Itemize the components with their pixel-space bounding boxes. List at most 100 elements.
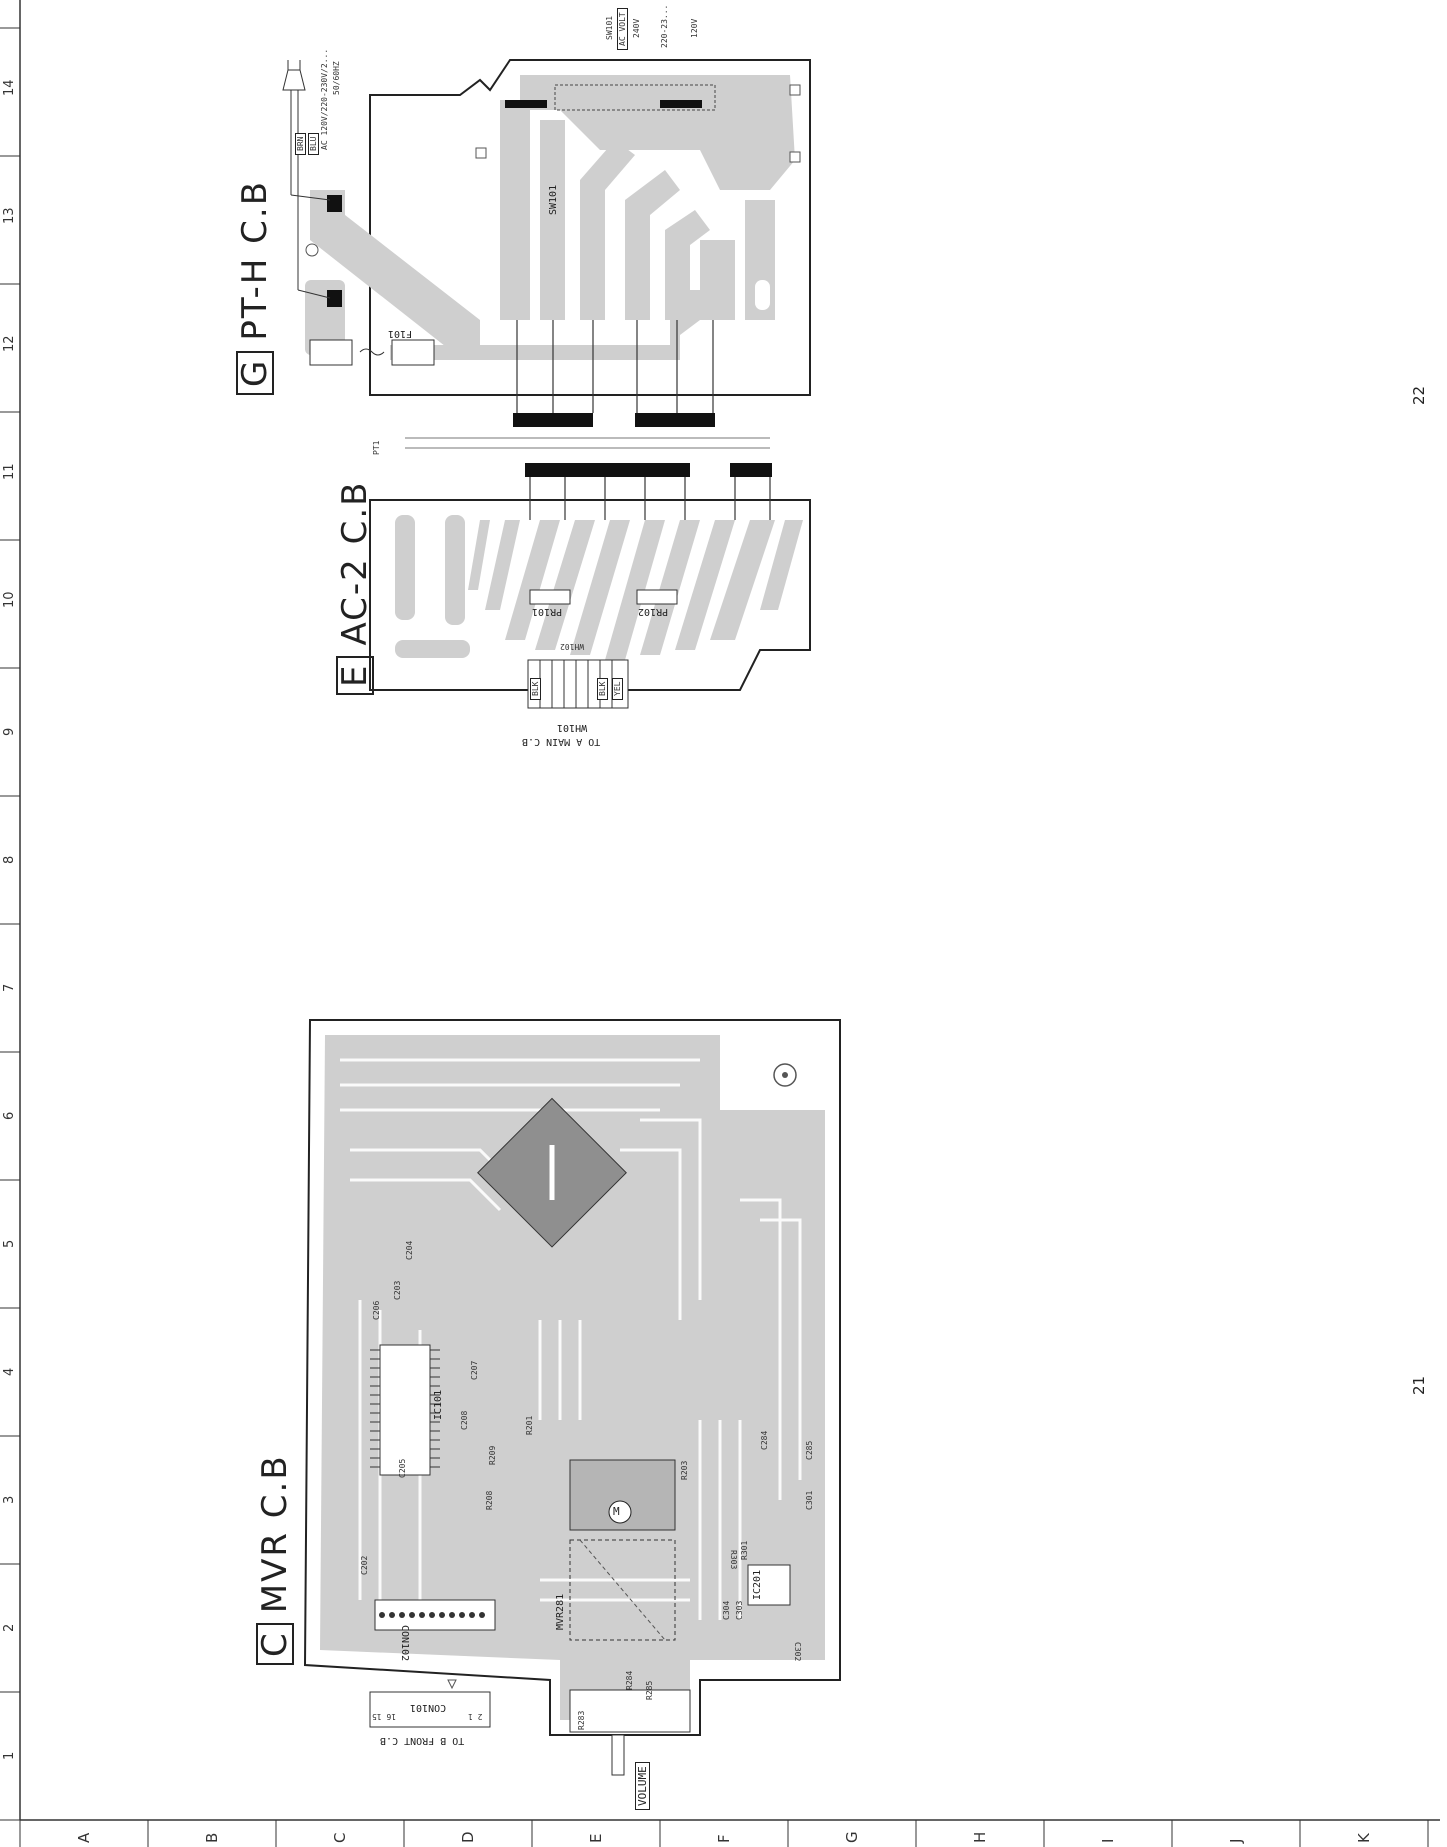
page-number-21: 21 xyxy=(1410,1375,1428,1395)
grid-column-letter: E xyxy=(587,1833,605,1843)
volume-knob-label: VOLUME xyxy=(635,1762,650,1810)
mvr-board-letter: C xyxy=(255,1623,295,1665)
con102-pin xyxy=(419,1612,425,1618)
c204-label: C204 xyxy=(405,1240,414,1260)
con101-pin-left: 16 15 xyxy=(372,1712,397,1721)
ac-input-label: AC 120V/220-230V/2... xyxy=(320,48,329,150)
grid-row-number: 12 xyxy=(2,335,17,352)
grid-row-number: 5 xyxy=(2,1239,17,1248)
grid-column-letter: F xyxy=(715,1834,733,1843)
con102-pin xyxy=(379,1612,385,1618)
r301-label: R301 xyxy=(740,1540,749,1560)
con101-pin-right: 2 1 xyxy=(468,1712,483,1721)
grid-row-number: 8 xyxy=(2,855,17,864)
c206-label: C206 xyxy=(372,1300,381,1320)
pth-board-title: G PT-H C.B xyxy=(235,180,275,395)
pth-board xyxy=(282,59,811,427)
grid-row-number: 4 xyxy=(2,1367,17,1376)
r208-label: R208 xyxy=(485,1490,494,1510)
mvr-board-title: C MVR C.B xyxy=(255,1454,295,1665)
grid-row-number: 3 xyxy=(2,1495,17,1504)
volt-240: 240V xyxy=(632,18,641,38)
c284-label: C284 xyxy=(760,1430,769,1450)
c207-label: C207 xyxy=(470,1360,479,1380)
grid-row-number: 2 xyxy=(2,1623,17,1632)
c301-label: C301 xyxy=(805,1490,814,1510)
grid-column-letter: K xyxy=(1355,1833,1373,1843)
ac2-board-title: E AC-2 C.B xyxy=(335,481,375,695)
con102-pin xyxy=(389,1612,395,1618)
c205-label: C205 xyxy=(398,1458,407,1478)
mvr281-label: MVR281 xyxy=(555,1593,566,1630)
page-number-22: 22 xyxy=(1410,385,1428,405)
grid-column-letter: A xyxy=(75,1832,93,1843)
r209-label: R209 xyxy=(488,1445,497,1465)
motor-symbol: M xyxy=(613,1505,620,1518)
wire-brn: BRN xyxy=(295,132,306,155)
c302-label: C302 xyxy=(793,1642,802,1662)
ac2-board-name: AC-2 C.B xyxy=(335,480,375,646)
con102-pin xyxy=(449,1612,455,1618)
ac2-board xyxy=(369,437,811,709)
con102-pin xyxy=(439,1612,445,1618)
wh101-label: WH101 xyxy=(557,722,588,733)
con102-pin xyxy=(429,1612,435,1618)
con101-note: TO B FRONT C.B xyxy=(380,1735,465,1746)
grid-row-number: 10 xyxy=(2,591,17,608)
con102-pins xyxy=(379,1612,485,1618)
mvr-board-name: MVR C.B xyxy=(255,1454,295,1614)
r203-label: R203 xyxy=(680,1460,689,1480)
grid-row-number: 1 xyxy=(2,1751,17,1760)
r285-label: R285 xyxy=(645,1680,654,1700)
wire-blu: BLU xyxy=(308,132,319,155)
ic101-pins-left xyxy=(370,1349,380,1468)
grid-row-number: 9 xyxy=(2,727,17,736)
ac2-board-letter: E xyxy=(335,655,375,695)
grid-column-letter: G xyxy=(843,1831,861,1843)
c303-label: C303 xyxy=(735,1600,744,1620)
grid-row-number: 14 xyxy=(2,79,17,96)
con101-label: CON101 xyxy=(410,1702,447,1713)
pth-board-letter: G xyxy=(235,350,275,395)
r283-label: R283 xyxy=(577,1710,586,1730)
grid-column-letter: B xyxy=(203,1832,221,1843)
sw101-ref-label: SW101 xyxy=(605,15,614,40)
ac-volt-label: AC VOLT xyxy=(617,8,628,50)
r303-label: R303 xyxy=(729,1550,738,1570)
volt-120: 120V xyxy=(690,18,699,38)
pr102-label: PR102 xyxy=(638,606,669,617)
r284-label: R284 xyxy=(625,1670,634,1690)
mvr-board xyxy=(303,1019,841,1776)
volt-220-230: 220-23... xyxy=(660,4,669,48)
c304-label: C304 xyxy=(722,1600,731,1620)
ic201-label: IC201 xyxy=(752,1569,763,1600)
ac-freq-label: 50/60HZ xyxy=(332,61,341,95)
grid-column-letter: I xyxy=(1099,1838,1117,1843)
con102-label: CON102 xyxy=(399,1625,410,1662)
con102-pin xyxy=(399,1612,405,1618)
wire-color-blk-2: BLK xyxy=(597,677,608,700)
wire-color-blk-1: BLK xyxy=(530,677,541,700)
grid-column-letter: J xyxy=(1227,1838,1245,1843)
con101-outline xyxy=(369,1691,491,1728)
grid-column-letter: D xyxy=(459,1831,477,1843)
wh102-label: WH102 xyxy=(560,642,585,651)
grid-column-letter: C xyxy=(331,1832,349,1843)
c203-label: C203 xyxy=(393,1280,402,1300)
grid-row-number: 6 xyxy=(2,1111,17,1120)
grid-row-number: 13 xyxy=(2,207,17,224)
grid-column-letter: H xyxy=(971,1831,989,1843)
grid-ticks xyxy=(0,27,1429,1847)
pt1-label: PT1 xyxy=(372,440,381,455)
con102-pin xyxy=(479,1612,485,1618)
r201-label: R201 xyxy=(525,1415,534,1435)
c202-label: C202 xyxy=(360,1555,369,1575)
con102-pin xyxy=(459,1612,465,1618)
grid-row-number: 11 xyxy=(2,463,17,480)
ic101-pins-right xyxy=(430,1349,440,1468)
f101-label: F101 xyxy=(388,328,413,339)
con102-pin xyxy=(409,1612,415,1618)
pth-board-name: PT-H C.B xyxy=(235,179,275,341)
